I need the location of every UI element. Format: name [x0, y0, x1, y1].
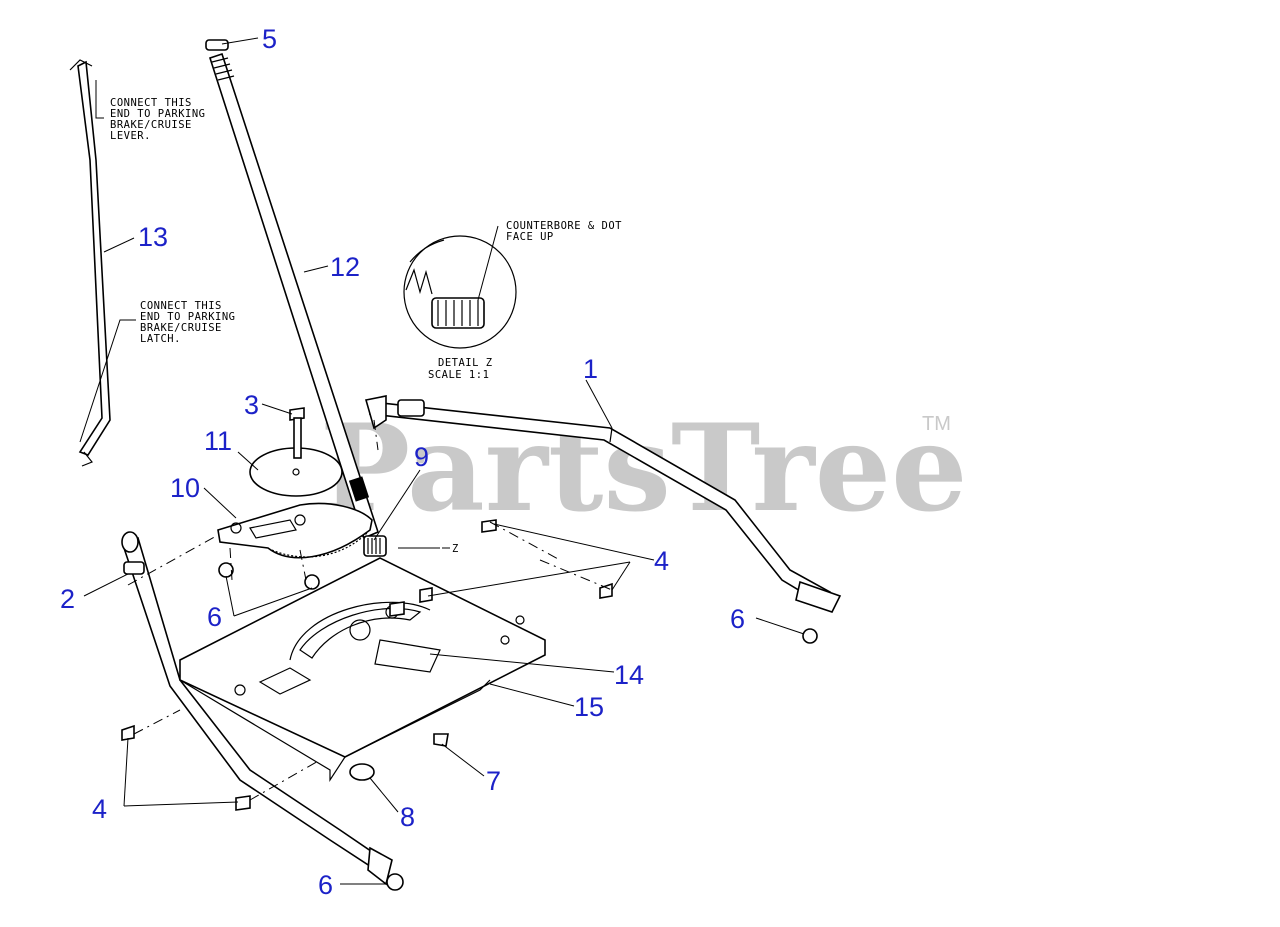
callout-7: 7	[486, 766, 501, 796]
callout-3: 3	[244, 390, 259, 420]
note-line: BRAKE/CRUISE	[110, 119, 192, 131]
leader-lines	[79, 37, 805, 885]
callout-13: 13	[138, 222, 168, 252]
note-rod-13-bottom: CONNECT THIS END TO PARKING BRAKE/CRUISE…	[140, 300, 236, 345]
detail-z	[403, 235, 517, 349]
callout-10: 10	[170, 473, 200, 503]
callout-4b: 4	[92, 794, 107, 824]
part-15-base-plate	[179, 557, 546, 783]
callout-14: 14	[614, 660, 644, 690]
callout-4a: 4	[654, 546, 669, 576]
note-line: END TO PARKING	[110, 108, 206, 120]
callout-6c: 6	[318, 870, 333, 900]
callout-8: 8	[400, 802, 415, 832]
watermark-trademark: TM	[922, 413, 951, 435]
callout-9: 9	[414, 442, 429, 472]
part-9-pinion	[363, 535, 387, 557]
note-line: BRAKE/CRUISE	[140, 322, 222, 334]
note-line: DETAIL Z	[438, 357, 493, 369]
note-line: LEVER.	[110, 130, 151, 142]
part-12-rod	[205, 39, 379, 540]
part-10-gear-sector	[217, 502, 373, 559]
note-line: END TO PARKING	[140, 311, 236, 323]
part-3-bolt	[289, 407, 305, 459]
callout-12: 12	[330, 252, 360, 282]
note-line: LATCH.	[140, 333, 181, 345]
callouts: 1 2 3 4 4 5 6 6 6 7 8 9 10 11 12 13 14 1…	[60, 24, 745, 900]
part-1-handle-bar	[364, 395, 842, 613]
note-line: FACE UP	[506, 231, 554, 243]
note-line: CONNECT THIS	[140, 300, 222, 312]
hardware	[121, 519, 818, 891]
callout-6b: 6	[730, 604, 745, 634]
part-2-handle-bar	[121, 531, 393, 886]
note-line: CONNECT THIS	[110, 97, 192, 109]
callout-11: 11	[204, 426, 232, 456]
note-line: SCALE 1:1	[428, 369, 489, 381]
callout-5: 5	[262, 24, 277, 54]
part-13-brake-rod	[69, 59, 111, 467]
watermark-brand: PartsTree	[320, 398, 967, 539]
note-line: COUNTERBORE & DOT	[506, 220, 622, 232]
callout-15: 15	[574, 692, 604, 722]
note-rod-13-top: CONNECT THIS END TO PARKING BRAKE/CRUISE…	[110, 97, 206, 142]
callout-6a: 6	[207, 602, 222, 632]
watermark: PartsTree TM	[320, 398, 967, 539]
callout-2: 2	[60, 584, 75, 614]
detail-z-caption: DETAIL Z SCALE 1:1	[428, 357, 493, 381]
note-detail-z: COUNTERBORE & DOT FACE UP	[506, 220, 622, 243]
callout-1: 1	[583, 354, 598, 384]
z-marker: Z	[452, 543, 459, 555]
